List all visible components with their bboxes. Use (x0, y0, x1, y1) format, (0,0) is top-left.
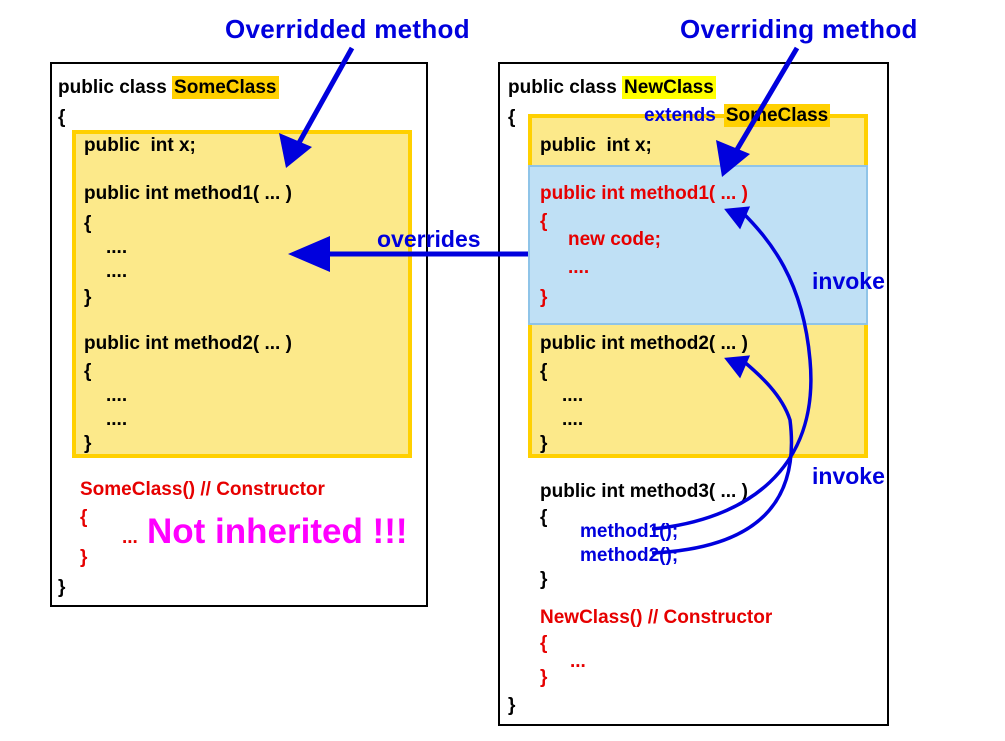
some-class-method1-body-1: .... (106, 237, 128, 258)
some-class-box (50, 62, 428, 607)
annotation-invoke-2: invoke (812, 463, 885, 489)
new-class-method2-body-1: .... (562, 385, 584, 406)
new-class-method1-body-1: new code; (568, 229, 661, 250)
new-class-method1-open: { (540, 211, 548, 232)
annotation-invoke-1: invoke (812, 268, 885, 294)
new-class-method2-signature: public int method2( ... ) (540, 333, 748, 354)
new-class-method3-close: } (540, 569, 548, 590)
some-class-constructor-signature: SomeClass() // Constructor (80, 479, 325, 500)
new-class-decl-name: NewClass (622, 76, 716, 99)
some-class-decl-prefix: public class (58, 77, 173, 98)
some-class-method2-open: { (84, 361, 92, 382)
some-class-constructor-open: { (80, 507, 88, 528)
new-class-method3-signature: public int method3( ... ) (540, 481, 748, 502)
heading-overridden-method: Overridded method (225, 14, 470, 44)
new-class-method3-open: { (540, 507, 548, 528)
new-class-constructor-close: } (540, 667, 548, 688)
new-class-method1-body-2: .... (568, 257, 590, 278)
some-class-method1-signature: public int method1( ... ) (84, 183, 292, 204)
new-class-constructor-open: { (540, 633, 548, 654)
some-class-method2-signature: public int method2( ... ) (84, 333, 292, 354)
new-class-extends-keyword: extends (644, 105, 716, 126)
some-class-decl-name: SomeClass (172, 76, 279, 99)
new-class-constructor-body: ... (570, 651, 586, 672)
heading-overriding-method: Overriding method (680, 14, 918, 44)
some-class-method2-body-1: .... (106, 385, 128, 406)
new-class-method3-call-1: method1(); (580, 521, 679, 542)
some-class-open-brace: { (58, 107, 66, 128)
new-class-method1-signature: public int method1( ... ) (540, 183, 748, 204)
some-class-method2-body-2: .... (106, 409, 128, 430)
some-class-field-x: public int x; (84, 135, 196, 156)
some-class-method1-body-2: .... (106, 261, 128, 282)
some-class-constructor-body: ... (122, 527, 138, 548)
new-class-method3-call-2: method2(); (580, 545, 679, 566)
new-class-method2-open: { (540, 361, 548, 382)
new-class-decl-prefix: public class (508, 77, 623, 98)
not-inherited-note: Not inherited !!! (147, 512, 408, 551)
some-class-close-brace: } (58, 577, 66, 598)
new-class-extends-clause: extends SomeClass (644, 104, 831, 127)
some-class-method1-open: { (84, 213, 92, 234)
new-class-box (498, 62, 889, 726)
new-class-declaration: public class NewClass (508, 76, 716, 99)
new-class-open-brace: { (508, 107, 516, 128)
new-class-close-brace: } (508, 695, 516, 716)
some-class-method2-close: } (84, 433, 92, 454)
some-class-constructor-close: } (80, 547, 88, 568)
some-class-members-block (72, 130, 412, 458)
new-class-method1-close: } (540, 287, 548, 308)
new-class-constructor-signature: NewClass() // Constructor (540, 607, 773, 628)
new-class-field-x: public int x; (540, 135, 652, 156)
some-class-method1-close: } (84, 287, 92, 308)
new-class-extends-name: SomeClass (723, 104, 831, 127)
new-class-method2-close: } (540, 433, 548, 454)
some-class-declaration: public class SomeClass (58, 76, 279, 99)
annotation-overrides: overrides (377, 226, 481, 252)
new-class-method2-body-2: .... (562, 409, 584, 430)
